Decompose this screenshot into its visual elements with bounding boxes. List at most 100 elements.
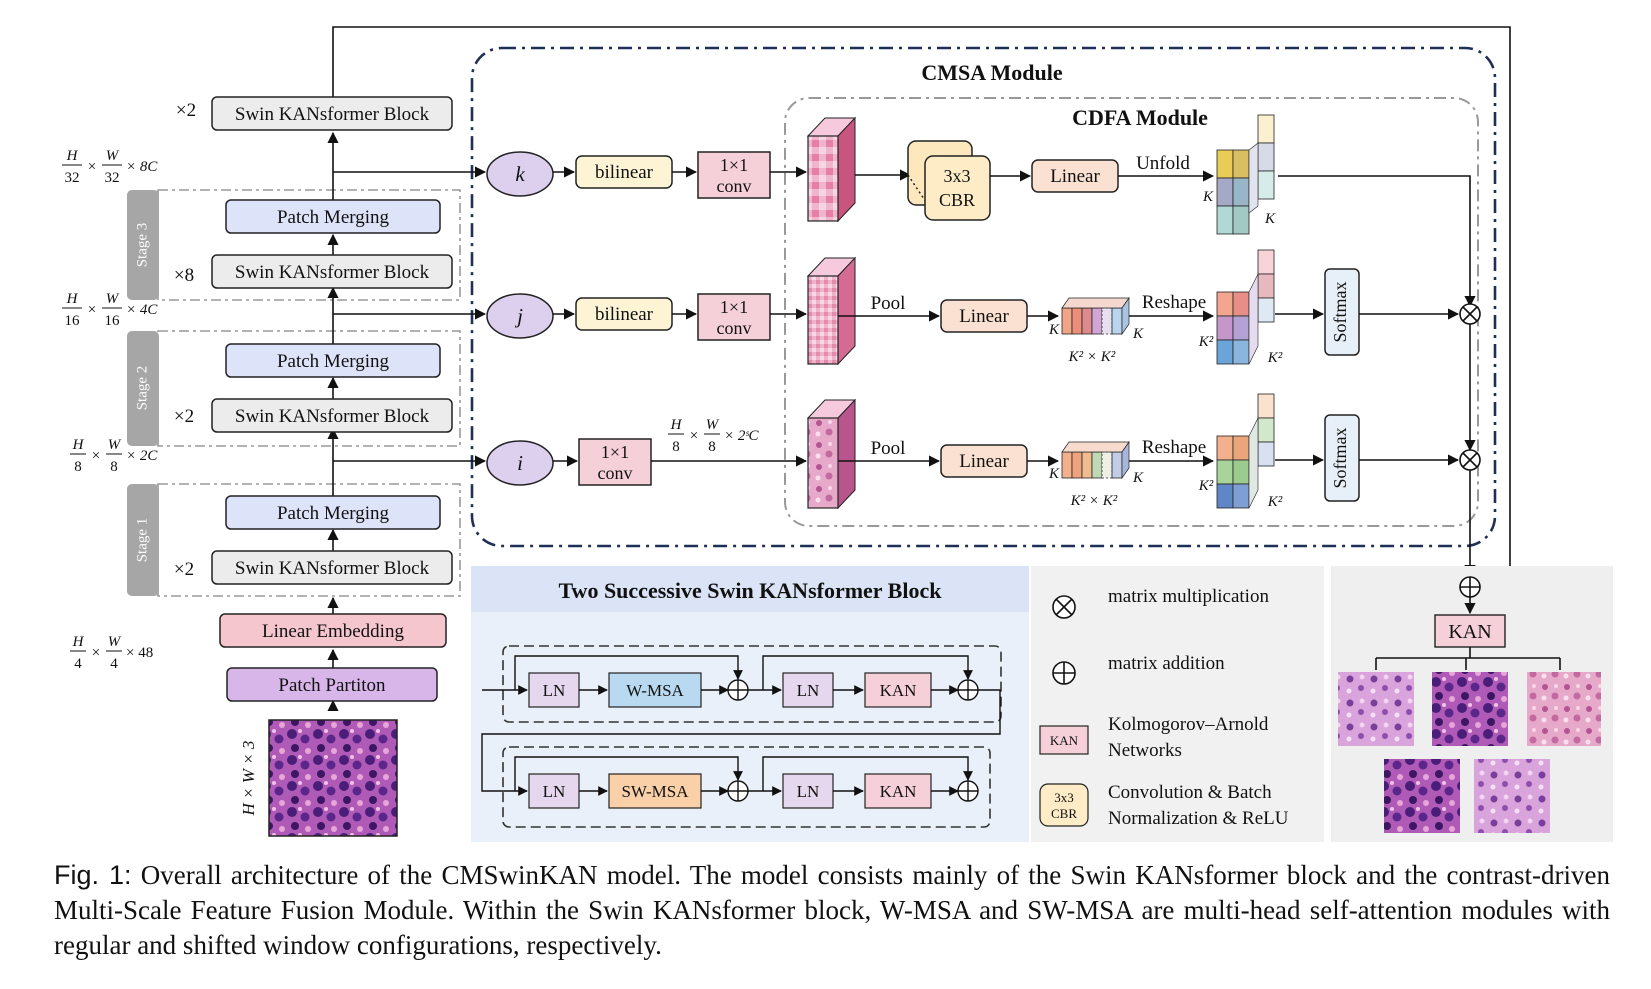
stage3-patch-merging bbox=[225, 199, 441, 234]
figure-caption: Fig. 1: Overall architecture of the CMSw… bbox=[54, 858, 1610, 963]
patch-partition-label: Patch Partiton bbox=[278, 675, 386, 696]
dim-h32-den-h: 32 bbox=[65, 170, 80, 186]
cmsa-title: CMSA Module bbox=[921, 60, 1062, 85]
stage2-patch-merging bbox=[225, 343, 441, 378]
i-dim-den-w: 8 bbox=[708, 439, 716, 455]
stage3-name: Stage 3 bbox=[134, 223, 150, 268]
i-pool-label: Pool bbox=[871, 438, 906, 459]
j-softmax-box bbox=[1324, 268, 1360, 356]
row2-ln1-box bbox=[528, 773, 580, 809]
svg-text:×: × bbox=[92, 448, 100, 464]
row1-add-op-2 bbox=[957, 679, 979, 701]
k-conv-line2: conv bbox=[717, 176, 752, 196]
i-dim-num-h: H bbox=[670, 417, 683, 433]
dim-h32-tail: × 8C bbox=[126, 159, 158, 175]
output-add-op bbox=[1459, 576, 1481, 598]
svg-text:×: × bbox=[690, 428, 698, 444]
stage2-merge-label: Patch Merging bbox=[277, 351, 390, 372]
dim-h4-den-w: 4 bbox=[110, 656, 118, 672]
j-conv-line1: 1×1 bbox=[720, 297, 748, 317]
dim-h16-num-h: H bbox=[66, 291, 79, 307]
linear-embedding-label: Linear Embedding bbox=[262, 621, 404, 642]
stage3-multiplier: ×8 bbox=[174, 265, 194, 286]
i-kernel-k2xk2: K² × K² bbox=[1070, 493, 1118, 509]
legend-cbr-line1: Convolution & Batch bbox=[1108, 782, 1272, 803]
row1-ln1-label: LN bbox=[543, 681, 566, 700]
node-k-label: k bbox=[515, 162, 525, 186]
j-reshape-tensor bbox=[1216, 249, 1275, 365]
row1-ln1-box bbox=[528, 672, 580, 708]
dim-h16: H 16 × W 16 × 4C bbox=[62, 291, 158, 329]
i-conv-box bbox=[578, 438, 652, 486]
dim-h16-den-w: 16 bbox=[105, 313, 121, 329]
stage3-tab bbox=[127, 190, 159, 300]
i-reshape-k2-a: K² bbox=[1198, 478, 1214, 494]
j-kernel-k2xk2: K² × K² bbox=[1068, 349, 1116, 365]
i-reshape-k2-b: K² bbox=[1267, 494, 1283, 510]
k-bilinear-label: bilinear bbox=[595, 162, 654, 183]
i-dim-label: H 8 × W 8 × 2ˢC bbox=[668, 417, 760, 455]
j-bilinear-label: bilinear bbox=[595, 304, 654, 325]
row2-kan-label: KAN bbox=[880, 782, 917, 801]
k-cbr-line1: 3x3 bbox=[944, 166, 971, 186]
swin-kansformer-panel: Two Successive Swin KANsformer Block LN … bbox=[471, 566, 1029, 842]
j-linear-label: Linear bbox=[959, 306, 1009, 327]
row1-kan-box bbox=[864, 672, 932, 708]
j-feature-map bbox=[806, 256, 857, 366]
j-reshape-label: Reshape bbox=[1142, 292, 1206, 313]
linear-embedding-block bbox=[219, 613, 447, 648]
j-reshape-k2-a: K² bbox=[1198, 334, 1214, 350]
j-pool-label: Pool bbox=[871, 293, 906, 314]
row1-wmsa-label: W-MSA bbox=[626, 681, 684, 700]
cmsa-frame bbox=[470, 46, 1497, 548]
j-conv-line2: conv bbox=[717, 318, 752, 338]
j-kernel-k-right: K bbox=[1132, 326, 1144, 342]
legend-cbr-icon-line1: 3x3 bbox=[1054, 790, 1074, 805]
output-class-image-3 bbox=[1527, 672, 1601, 746]
stage3-block-label: Swin KANsformer Block bbox=[235, 262, 430, 283]
k-conv-line1: 1×1 bbox=[720, 155, 748, 175]
caption-figure-number: Fig. 1: bbox=[54, 860, 132, 890]
top-swin-block-label: Swin KANsformer Block bbox=[235, 104, 430, 125]
dim-h4-den-h: 4 bbox=[74, 656, 82, 672]
legend-add-icon bbox=[1052, 661, 1076, 685]
row1-kan-label: KAN bbox=[880, 681, 917, 700]
legend-mult-label: matrix multiplication bbox=[1108, 586, 1269, 607]
input-histology-image bbox=[268, 719, 398, 837]
patch-partition-block bbox=[226, 667, 438, 702]
output-class-image-2 bbox=[1432, 672, 1508, 746]
stage1-swin-block bbox=[211, 550, 453, 585]
k-unfold-label: Unfold bbox=[1136, 153, 1190, 174]
dim-h4-num-w: W bbox=[108, 634, 122, 650]
legend-mult-icon bbox=[1052, 595, 1076, 619]
node-k bbox=[486, 151, 554, 197]
row2-ln1-label: LN bbox=[543, 782, 566, 801]
legend-kan-icon bbox=[1039, 725, 1089, 755]
k-cbr-block: 3x3 CBR bbox=[907, 140, 991, 221]
row2-add-op-2 bbox=[957, 780, 979, 802]
architecture-diagram: Stage 3 Stage 2 Stage 1 ×2 Swin KANsform… bbox=[62, 26, 1613, 842]
output-kan-label: KAN bbox=[1448, 621, 1491, 643]
row2-ln2-box bbox=[782, 773, 834, 809]
row1-ln2-label: LN bbox=[797, 681, 820, 700]
dim-h32: H 32 × W 32 × 8C bbox=[62, 148, 158, 186]
stage3-frame bbox=[157, 189, 461, 301]
i-conv-line1: 1×1 bbox=[601, 442, 629, 462]
i-dim-num-w: W bbox=[706, 417, 720, 433]
k-conv-box bbox=[697, 151, 771, 199]
i-kernel-k-right: K bbox=[1132, 470, 1144, 486]
stage2-swin-block bbox=[211, 398, 453, 433]
j-mult-op bbox=[1459, 303, 1481, 325]
dim-h16-num-w: W bbox=[106, 291, 120, 307]
dim-h4: H 4 × W 4 × 48 bbox=[70, 634, 153, 672]
output-class-image-5 bbox=[1474, 759, 1550, 833]
i-reshape-tensor bbox=[1216, 393, 1275, 509]
dim-h8-den-h: 8 bbox=[74, 459, 82, 475]
stage2-name: Stage 2 bbox=[134, 366, 150, 411]
row2-kan-box bbox=[864, 773, 932, 809]
row2-ln2-label: LN bbox=[797, 782, 820, 801]
row1-add-op-1 bbox=[727, 679, 749, 701]
i-conv-line2: conv bbox=[598, 463, 633, 483]
i-softmax-label: Softmax bbox=[1330, 428, 1350, 489]
legend-panel: matrix multiplication matrix addition KA… bbox=[1031, 566, 1324, 842]
